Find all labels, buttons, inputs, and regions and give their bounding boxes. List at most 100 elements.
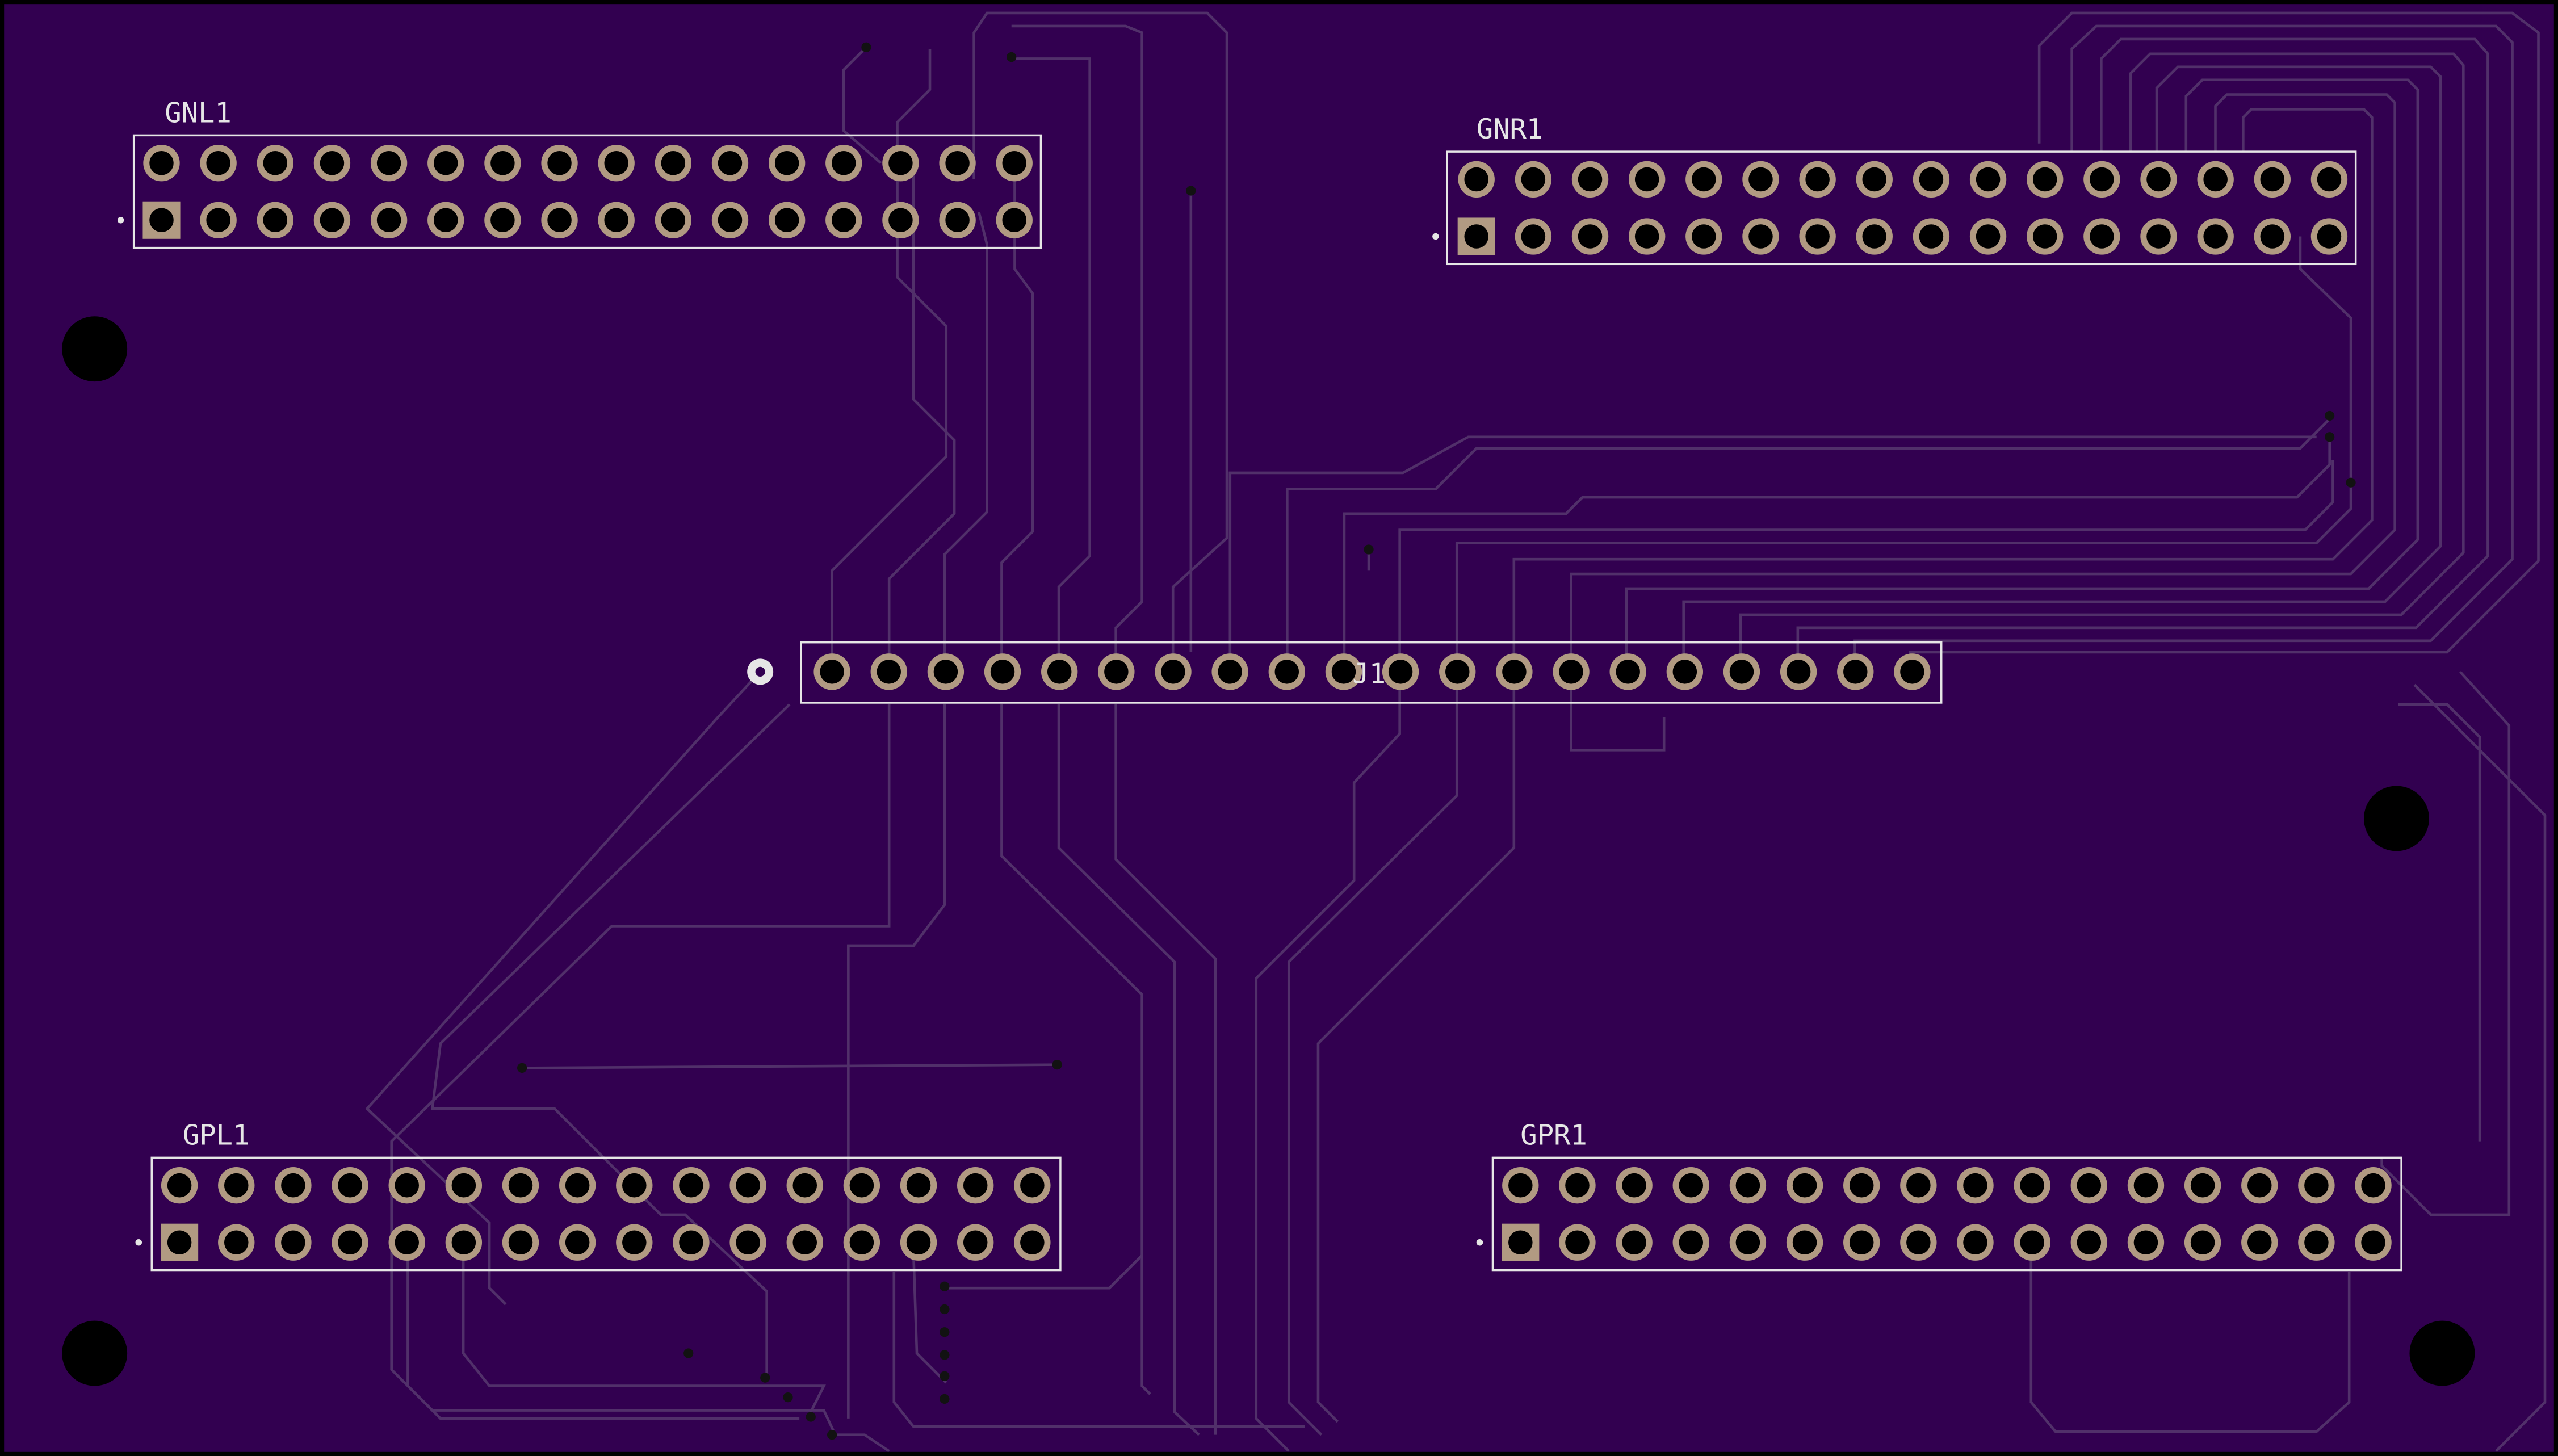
gnl1-pad — [370, 145, 408, 182]
copper-trace — [1011, 57, 1091, 672]
gpr1-pad — [1559, 1224, 1596, 1261]
gnl1-pad — [939, 202, 976, 238]
gpr1-pad — [1786, 1224, 1823, 1261]
gpr1-pad — [1957, 1224, 1994, 1261]
gpl1-pad — [729, 1224, 766, 1261]
j1-pad — [1155, 653, 1192, 690]
gnl1-pad — [313, 202, 351, 238]
gpl1-pad — [388, 1224, 425, 1261]
gpl1-pad — [957, 1224, 994, 1261]
copper-trace — [390, 704, 891, 1436]
gnl1-pad — [825, 202, 862, 238]
via — [806, 1412, 816, 1422]
gpl1-pad — [559, 1167, 596, 1204]
copper-trace — [1512, 108, 2374, 672]
gnr1-pin1-marker — [1432, 233, 1439, 240]
gpl1-pad — [332, 1224, 368, 1261]
header-gnl1: GNL1 — [117, 96, 1042, 249]
copper-trace — [1796, 37, 2489, 672]
gnr1-pad — [2254, 218, 2291, 255]
via — [2325, 410, 2335, 421]
copper-trace — [2299, 236, 2352, 483]
gpl1-refdes: GPL1 — [183, 1119, 250, 1151]
via — [940, 1350, 950, 1360]
copper-trace — [1570, 93, 2396, 672]
copper-trace — [2380, 670, 2511, 1216]
gnl1-pad — [996, 202, 1033, 238]
gpr1-pad — [1672, 1224, 1709, 1261]
copper-trace — [1316, 672, 1516, 1423]
gnl1-pad — [200, 202, 237, 238]
gnr1-pad — [1742, 161, 1779, 198]
gnl1-pad — [598, 145, 635, 182]
gpr1-pad — [2070, 1167, 2107, 1204]
copper-trace — [887, 163, 956, 672]
copper-trace — [1255, 672, 1401, 1453]
gnr1-pad — [2254, 161, 2291, 198]
j1-pad — [1325, 653, 1362, 690]
gpl1-pad — [388, 1167, 425, 1204]
gpl1-pin1-marker — [135, 1239, 142, 1246]
gnl1-pad — [711, 202, 749, 238]
copper-trace — [1000, 704, 1151, 1395]
gpl1-pad — [900, 1224, 937, 1261]
gpl1-pad — [786, 1167, 823, 1204]
mounting-hole — [2364, 786, 2429, 851]
via — [1364, 544, 1374, 555]
gnr1-pad — [1856, 218, 1893, 255]
gpl1-pad — [275, 1167, 312, 1204]
gpl1-pad — [218, 1167, 255, 1204]
j1-pad — [1382, 653, 1419, 690]
copper-trace — [1455, 482, 2352, 672]
j1-pad — [1098, 653, 1135, 690]
j1-pad — [1723, 653, 1760, 690]
gpr1-pad — [2298, 1224, 2335, 1261]
gnr1-pad — [2140, 218, 2177, 255]
gnr1-pad — [1628, 218, 1666, 255]
gpr1-pad — [1786, 1167, 1823, 1204]
j1-pad — [1496, 653, 1533, 690]
gpl1-pad — [502, 1224, 539, 1261]
gnl1-pad — [711, 145, 749, 182]
copper-trace — [1625, 78, 2419, 672]
copper-trace — [1114, 704, 1217, 1435]
via — [783, 1392, 793, 1403]
copper-trace — [406, 1242, 800, 1420]
gpr1-pad — [2298, 1167, 2335, 1204]
gnl1-pad-1 — [142, 201, 181, 239]
gnr1-pad — [1913, 218, 1950, 255]
gpr1-pad — [1616, 1167, 1653, 1204]
gnl1-pad — [882, 145, 919, 182]
via — [683, 1348, 694, 1358]
copper-trace — [1057, 704, 1200, 1436]
gpl1-pad — [900, 1167, 937, 1204]
j1-pad — [1268, 653, 1305, 690]
j1-pad — [1553, 653, 1590, 690]
via — [940, 1327, 950, 1337]
gnr1-pad-1 — [1457, 217, 1495, 255]
gnr1-pad — [1571, 161, 1609, 198]
copper-trace — [365, 670, 761, 1306]
gnl1-pin1-marker — [117, 217, 124, 224]
mounting-hole — [62, 316, 128, 382]
j1-pad — [1041, 653, 1078, 690]
gnr1-pad — [2083, 218, 2120, 255]
copper-trace — [831, 49, 948, 672]
j1-pad — [813, 653, 850, 690]
gnr1-outline — [1446, 150, 2357, 266]
gpl1-pad — [559, 1224, 596, 1261]
gnr1-pad — [1515, 218, 1552, 255]
j1-pad — [1211, 653, 1248, 690]
j1-refdes: J1 — [1352, 658, 1386, 690]
gnr1-pad — [2083, 161, 2120, 198]
gpl1-pad — [445, 1167, 483, 1204]
copper-trace — [1228, 435, 2317, 672]
gnl1-pad — [996, 145, 1033, 182]
copper-trace — [1682, 65, 2442, 672]
copper-trace — [1909, 11, 2540, 672]
gpr1-pad — [1900, 1224, 1937, 1261]
gpl1-outline — [150, 1156, 1062, 1272]
gpl1-pad-1 — [161, 1223, 199, 1261]
via — [940, 1394, 950, 1404]
gnl1-pad — [825, 145, 862, 182]
